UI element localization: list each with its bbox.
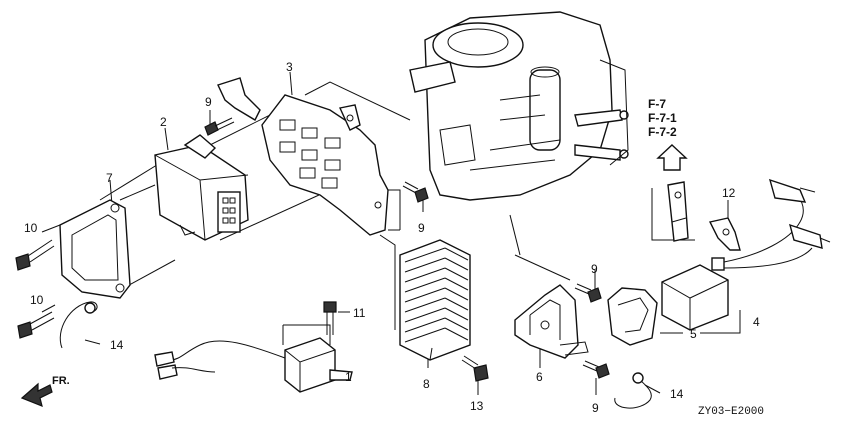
bolt-9-a xyxy=(204,117,235,136)
bolt-9-c xyxy=(574,283,602,303)
bolt-11 xyxy=(323,301,337,335)
bolt-9-d xyxy=(582,360,610,379)
callout-13: 13 xyxy=(470,399,484,413)
diagram-code: ZY03−E2000 xyxy=(698,406,764,418)
callout-7: 7 xyxy=(106,171,113,185)
ref-label-2: F-7-1 xyxy=(648,111,677,125)
part-1-sensor xyxy=(154,337,353,393)
bolt-13 xyxy=(461,355,489,382)
ref-label-3: F-7-2 xyxy=(648,125,677,139)
front-direction-label: FR. xyxy=(52,375,70,387)
part-14-clip-left xyxy=(59,301,98,349)
bolt-10-b xyxy=(17,311,55,339)
callout-5: 5 xyxy=(690,327,697,341)
part-6-bracket xyxy=(514,284,589,359)
bolt-9-b xyxy=(402,181,429,203)
callout-9-b: 9 xyxy=(418,221,425,235)
part-8-regulator xyxy=(399,239,471,361)
callout-8: 8 xyxy=(423,377,430,391)
callout-14-a: 14 xyxy=(110,338,124,352)
ref-label-1: F-7 xyxy=(648,97,666,111)
callout-2: 2 xyxy=(160,115,167,129)
callout-9-a: 9 xyxy=(205,95,212,109)
reference-bracket xyxy=(651,181,695,242)
bolt-10-a xyxy=(15,239,55,271)
engine-block xyxy=(409,11,629,201)
part-3-bracket xyxy=(217,77,389,236)
part-12-clip xyxy=(708,217,741,251)
callout-3: 3 xyxy=(286,60,293,74)
part-2-control-unit xyxy=(154,134,249,241)
callout-4: 4 xyxy=(753,315,760,329)
leader-lines xyxy=(41,71,741,395)
callout-6: 6 xyxy=(536,370,543,384)
up-arrow-icon xyxy=(656,144,688,171)
callout-10-b: 10 xyxy=(30,293,44,307)
part-14-clip-right xyxy=(614,372,652,409)
callout-11: 11 xyxy=(353,306,366,320)
part-5-cover xyxy=(607,287,658,346)
callout-14-b: 14 xyxy=(670,387,684,401)
part-7-plate xyxy=(59,199,131,299)
callout-12: 12 xyxy=(722,186,736,200)
front-direction-arrow-icon xyxy=(20,382,53,407)
part-4-ignition-coil xyxy=(661,178,831,331)
callout-9-d: 9 xyxy=(592,401,599,415)
callout-1: 1 xyxy=(345,370,352,384)
callout-10-a: 10 xyxy=(24,221,38,235)
callout-9-c: 9 xyxy=(591,262,598,276)
